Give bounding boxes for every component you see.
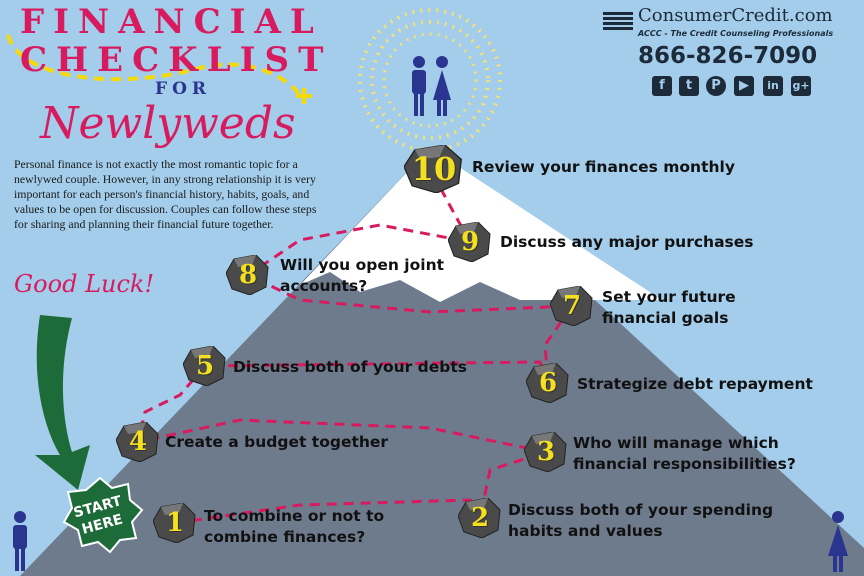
phone-number[interactable]: 866-826-7090	[638, 43, 818, 69]
bride-icon	[828, 511, 848, 572]
brand-tagline: ACCC - The Credit Counseling Professiona…	[638, 29, 834, 38]
step-6-rock: 6	[526, 363, 570, 403]
step-9-rock: 9	[448, 222, 492, 262]
step-9-label: Discuss any major purchases	[500, 233, 754, 251]
step-5-label: Discuss both of your debts	[233, 358, 468, 376]
intro-text: Personal finance is not exactly the most…	[14, 157, 317, 231]
step-number: 7	[562, 291, 582, 321]
facebook-icon[interactable]: f	[652, 76, 672, 96]
step-4-rock: 4	[116, 422, 160, 462]
step-number: 3	[536, 437, 556, 467]
step-number: 5	[195, 351, 215, 381]
step-number: 4	[128, 427, 148, 457]
step-8-label: Will you open joint accounts?	[280, 256, 445, 295]
step-number: 2	[470, 503, 490, 533]
youtube-icon[interactable]: ▶	[734, 76, 754, 96]
good-luck: Good Luck!	[14, 270, 155, 298]
step-10-label: Review your finances monthly	[472, 158, 735, 176]
sunburst-dots	[358, 8, 502, 152]
title-newlyweds: Newlyweds	[40, 98, 296, 149]
plus-sparkle-icon	[296, 88, 312, 104]
title-checklist: CHECKLIST	[20, 40, 333, 80]
step-6-label: Strategize debt repayment	[577, 375, 813, 393]
step-2-label: Discuss both of your spending habits and…	[508, 501, 774, 540]
title-for: FOR	[155, 79, 212, 99]
step-2-rock: 2	[458, 498, 502, 538]
title-financial: FINANCIAL	[20, 2, 323, 42]
step-7-label: Set your future financial goals	[602, 288, 736, 327]
step-number: 9	[460, 227, 480, 257]
start-badge-shape	[62, 476, 144, 554]
step-7-rock: 7	[550, 286, 594, 326]
groom-icon	[13, 511, 27, 571]
step-10-rock: 10	[404, 145, 464, 193]
step-5-rock: 5	[183, 346, 227, 386]
dashed-path	[136, 164, 575, 525]
step-number: 8	[238, 260, 258, 290]
title-dashed-line	[6, 34, 302, 97]
step-number: 1	[165, 508, 185, 538]
step-number: 10	[411, 150, 457, 188]
step-3-label: Who will manage which financial responsi…	[573, 434, 796, 473]
brand-logo-icon	[603, 10, 633, 32]
couple-icon	[412, 56, 451, 116]
step-number: 6	[538, 368, 558, 398]
google-plus-icon[interactable]: g+	[791, 76, 811, 96]
pinterest-icon[interactable]: P	[706, 76, 726, 96]
brand-name[interactable]: ConsumerCredit.com	[638, 5, 833, 26]
step-8-rock: 8	[226, 255, 270, 295]
step-1-rock: 1	[153, 503, 197, 543]
step-4-label: Create a budget together	[165, 433, 389, 451]
twitter-icon[interactable]: t	[679, 76, 699, 96]
step-3-rock: 3	[524, 432, 568, 472]
green-arrow	[35, 315, 90, 490]
step-1-label: To combine or not to combine finances?	[204, 507, 385, 546]
linkedin-icon[interactable]: in	[763, 76, 783, 96]
